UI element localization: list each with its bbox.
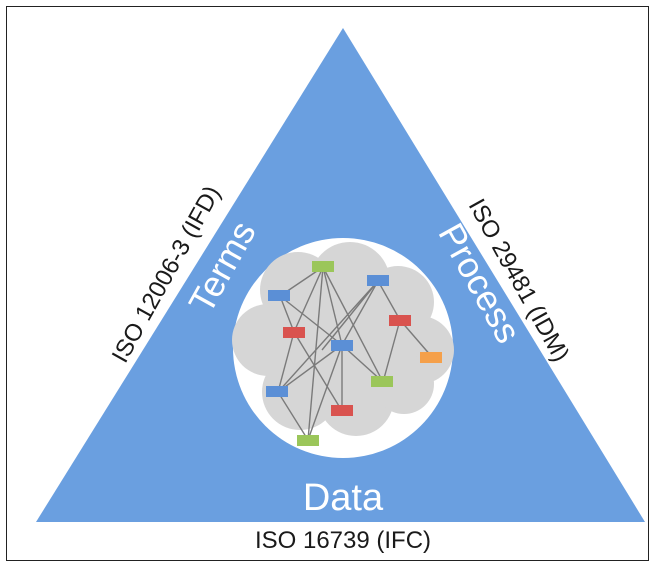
node-green — [312, 261, 334, 272]
node-red — [331, 405, 353, 416]
node-red — [283, 327, 305, 338]
node-blue — [367, 275, 389, 286]
node-green — [371, 376, 393, 387]
node-red — [389, 315, 411, 326]
node-green — [297, 435, 319, 446]
node-blue — [331, 340, 353, 351]
label-iso-16739: ISO 16739 (IFC) — [255, 527, 431, 554]
node-blue — [268, 290, 290, 301]
network-nodes — [266, 261, 442, 446]
node-blue — [266, 386, 288, 397]
label-data: Data — [303, 477, 384, 519]
node-orange — [420, 352, 442, 363]
